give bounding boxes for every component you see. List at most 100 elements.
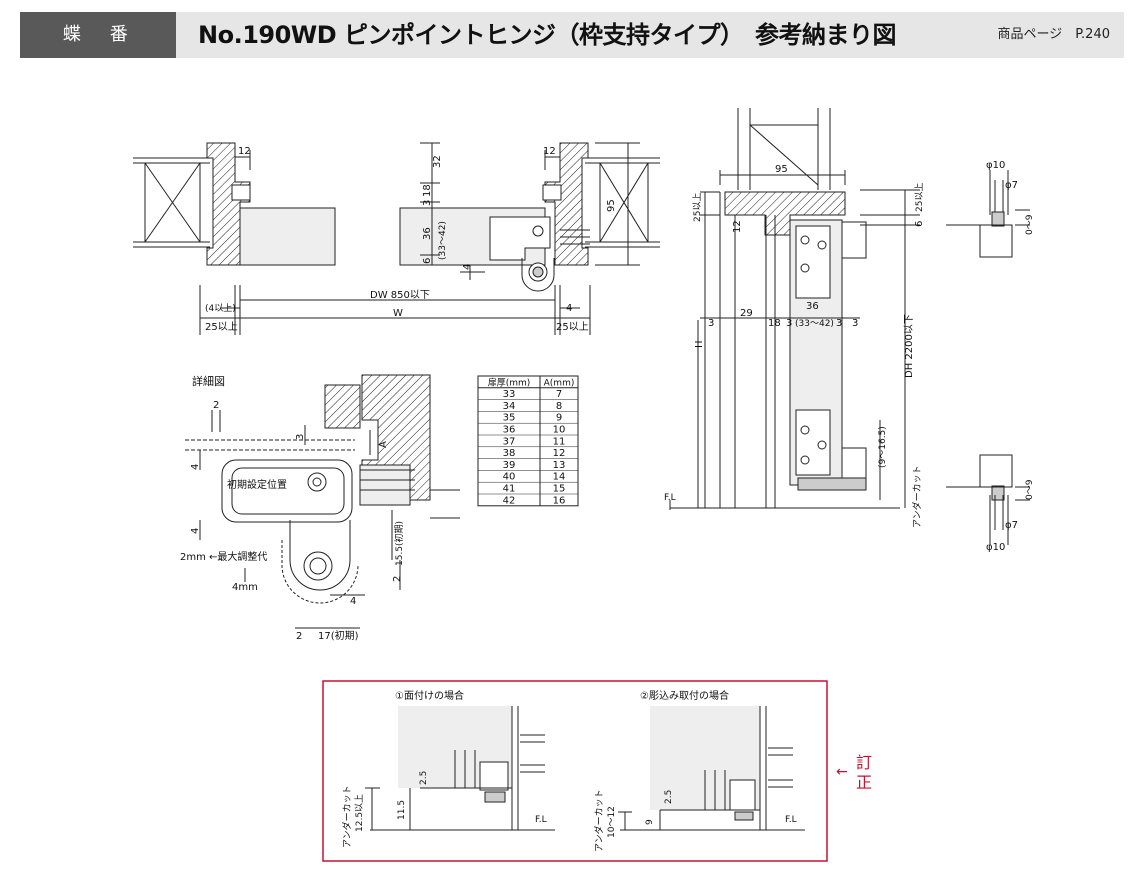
case1-dim-2-5: 2.5 [419,771,429,785]
dim-6: 6 [422,258,433,264]
category-label: 蝶 番 [20,12,176,58]
table-cell: 10 [553,425,566,436]
dim-4: 4 [462,264,473,270]
detail-dim-a: A [378,441,389,448]
elev-fl: F.L [664,493,676,503]
dim-3: 3 [422,200,433,206]
elev-dim-h: H [694,340,705,348]
correction-box: ①面付けの場合 ②彫込み取付の場合 アンダーカット 12.5以上 2.5 11.… [322,680,828,862]
detail-title: 詳細図 [192,374,225,388]
elev-dim-18: 18 [768,318,781,329]
case1-fl: F.L [535,815,547,825]
dim-32: 32 [432,155,443,168]
plan-view [133,142,660,335]
case1-undercut-value: 12.5以上 [354,794,365,832]
side-phi7a: φ7 [1005,180,1018,191]
dim-18: 18 [422,184,433,197]
side-labels: φ10 φ7 0〜9 0〜9 φ7 φ10 [986,160,1035,553]
table-cell: 40 [503,472,516,483]
table-header: A(mm) [544,378,575,388]
table-cell: 9 [556,413,562,424]
detail-dim-4a: 4 [190,464,201,470]
side-phi10b: φ10 [986,542,1005,553]
detail-labels: 詳細図 2 3 A 4 4 初期設定位置 2mm ←最大調整代 4mm 15.5… [180,374,405,642]
adjust-4mm: 4mm [232,582,258,593]
elev-dim-3c: 3 [836,318,842,329]
elev-dim-3a: 3 [708,318,714,329]
table-cell: 35 [503,413,516,424]
dim-36: 36 [422,227,433,240]
elev-dim-dh: DH 2200以下 [904,314,915,378]
dim-dw: DW 850以下 [370,290,430,301]
case1-undercut: アンダーカット [341,785,353,848]
case1-dim-11-5: 11.5 [397,800,407,820]
dim-33-42: (33〜42) [438,221,448,260]
detail-dim-2h: 2 [296,631,302,642]
table-cell: 13 [553,460,566,471]
case1-label: ①面付けの場合 [395,689,464,702]
side-range-a: 0〜9 [1025,214,1035,235]
elevation-view [669,108,920,510]
side-range-b: 0〜9 [1025,479,1035,500]
elev-dim-9-16: (9〜16.5) [878,426,888,468]
case2-dim-2-5: 2.5 [664,790,674,804]
elev-dim-3d: 3 [852,318,858,329]
case2-label: ②彫込み取付の場合 [640,689,729,702]
table-cell: 16 [553,495,566,506]
plan-view-labels: 12 12 32 3 18 36 (33〜42) 6 4 95 DW 850以下… [205,146,617,333]
detail-dim-4h: 4 [350,596,356,607]
note-char-1: 訂 [856,753,872,772]
elev-dim-25: 25以上 [692,193,703,222]
initial-position-label: 初期設定位置 [227,478,287,491]
elev-dim-36: 36 [806,301,819,312]
elev-dim-33-42: (33〜42) [795,319,834,329]
elev-dim-95: 95 [775,164,788,175]
table-cell: 42 [503,495,516,506]
table-cell: 39 [503,460,516,471]
table-cell: 36 [503,425,516,436]
dim-min25-left: 25以上 [205,321,238,333]
table-cell: 14 [553,472,566,483]
dim-min4: (4以上) [205,303,236,314]
page-title: No.190WD ピンポイントヒンジ（枠支持タイプ） 参考納まり図 [198,21,897,49]
detail-dim-2: 2 [213,400,219,411]
detail-dim-4b: 4 [190,528,201,534]
dim-4-right: 4 [566,303,572,314]
correction-note: ← 訂 正 [836,753,872,792]
table-cell: 7 [556,389,562,400]
table-cell: 15 [553,484,566,495]
case2-fl: F.L [785,815,797,825]
detail-dim-3: 3 [295,434,306,440]
table-header: 扉厚(mm) [488,376,531,388]
table-cell: 34 [503,401,516,412]
dim-95: 95 [606,199,617,212]
detail-dim-17: 17(初期) [318,629,359,642]
note-char-2: 正 [856,773,872,792]
side-detail [946,170,1030,545]
page-reference: 商品ページ P.240 [997,27,1111,42]
elevation-labels: 95 25以上 12 36 3 29 18 3 (33〜42) 3 3 H DH… [664,164,925,528]
dim-12-left: 12 [238,146,251,157]
dim-w: W [393,308,403,319]
detail-dim-2v: 2 [392,576,403,582]
elev-dim-29: 29 [740,308,753,319]
elev-dim-25b: 25以上 [914,183,925,212]
case2-undercut-value: 10〜12 [607,806,617,838]
side-phi7b: φ7 [1005,520,1018,531]
elev-dim-3b: 3 [786,318,792,329]
case2-dim-9: 9 [645,819,655,825]
elev-dim-6: 6 [914,221,925,227]
max-adjust-label: 2mm ←最大調整代 [180,550,267,563]
side-phi10a: φ10 [986,160,1005,171]
table-cell: 41 [503,484,516,495]
note-arrow: ← [836,764,848,780]
elev-undercut: アンダーカット [911,465,923,528]
table-cell: 8 [556,401,562,412]
elev-dim-12: 12 [732,220,743,233]
detail-view [185,374,460,629]
table-cell: 11 [553,436,566,447]
header-bar: 蝶 番 No.190WD ピンポイントヒンジ（枠支持タイプ） 参考納まり図 商品… [20,12,1124,58]
table-cell: 12 [553,448,566,459]
